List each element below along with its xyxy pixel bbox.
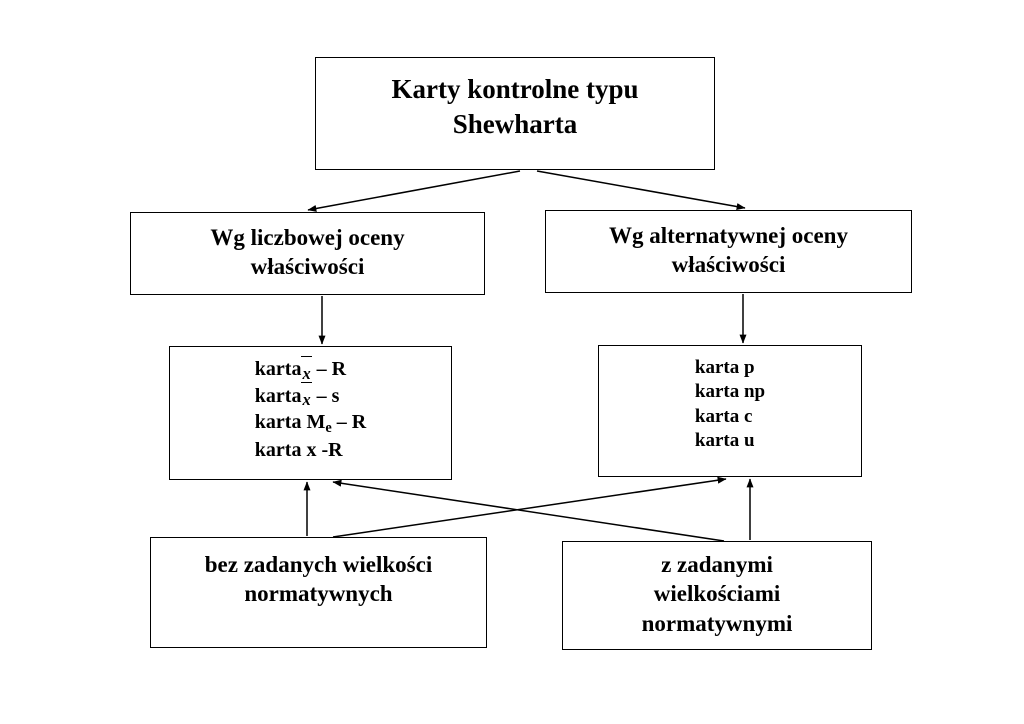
x-bar-symbol: x (301, 382, 312, 410)
arrow-without-spec-to-alternative-charts (332, 476, 727, 538)
node-alternative-line-1: Wg alternatywnej oceny (609, 223, 848, 248)
alternative-chart-item-u: karta u (694, 429, 755, 451)
alternative-chart-item-p: karta p (694, 357, 755, 378)
node-with-specified-values: z zadanymi wielkościami normatywnymi (562, 541, 872, 650)
numeric-chart-item-2-prefix: karta (254, 384, 302, 407)
node-title-line-2: Shewharta (452, 108, 578, 139)
subscript-e: e (325, 420, 332, 437)
without-spec-line-1: bez zadanych wielkości (204, 552, 433, 577)
numeric-chart-item-1-prefix: karta (254, 358, 302, 380)
node-numeric-chart-list: kartax – R kartax – s karta Me – R karta… (169, 346, 452, 480)
node-alternative-evaluation: Wg alternatywnej oceny właściwości (545, 210, 912, 293)
numeric-chart-item-2-suffix: – s (316, 384, 340, 407)
node-alternative-line-2: właściwości (671, 252, 786, 278)
with-spec-line-2: wielkościami (653, 581, 781, 607)
with-spec-line-1: z zadanymi (661, 552, 773, 577)
numeric-chart-item-1-suffix: – R (316, 358, 347, 380)
x-bar-symbol: x (301, 355, 312, 383)
numeric-chart-item-3-prefix: karta M (254, 411, 326, 434)
numeric-chart-item-xbar-s: kartax – s (254, 382, 366, 411)
node-numeric-line-1: Wg liczbowej oceny (210, 225, 405, 250)
without-spec-line-2: normatywnych (244, 581, 393, 607)
numeric-chart-item-me-r: karta Me – R (255, 410, 366, 437)
arrow-title-to-alternative (536, 170, 746, 210)
arrow-title-to-numeric (307, 170, 521, 212)
node-title-line-1: Karty kontrolne typu (391, 74, 639, 104)
numeric-chart-item-x-r: karta x -R (254, 438, 343, 461)
with-spec-line-3: normatywnymi (641, 610, 793, 636)
node-without-specified-values: bez zadanych wielkości normatywnych (150, 537, 487, 648)
numeric-chart-item-xbar-r: kartax – R (254, 355, 366, 384)
alternative-chart-item-c: karta c (694, 405, 753, 427)
node-numeric-evaluation: Wg liczbowej oceny właściwości (130, 212, 485, 295)
node-title-shewhart-control-charts: Karty kontrolne typu Shewharta (315, 57, 715, 170)
arrow-with-spec-to-numeric-charts (332, 479, 725, 542)
node-alternative-chart-list: karta p karta np karta c karta u (598, 345, 862, 477)
alternative-chart-item-np: karta np (694, 381, 766, 403)
node-numeric-line-2: właściwości (250, 254, 365, 280)
numeric-chart-item-3-suffix: – R (336, 411, 367, 434)
